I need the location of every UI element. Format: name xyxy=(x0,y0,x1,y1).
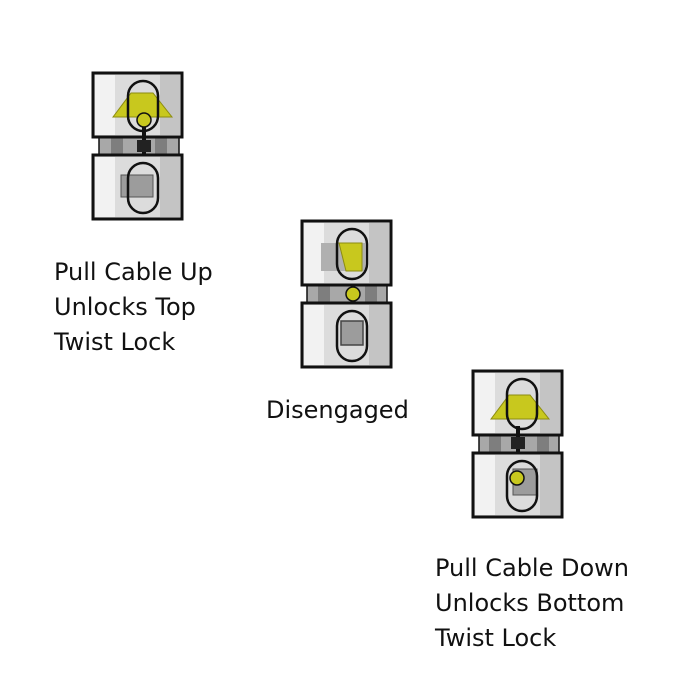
top-twist-lock-block xyxy=(300,219,393,287)
caption-pull-up: Pull Cable Up Unlocks Top Twist Lock xyxy=(54,255,213,360)
bottom-twist-lock-block xyxy=(91,153,184,221)
assembly-pull-up xyxy=(91,71,184,221)
assembly-pull-down xyxy=(471,369,564,519)
caption-line: Twist Lock xyxy=(54,328,176,356)
caption-pull-down: Pull Cable Down Unlocks Bottom Twist Loc… xyxy=(435,551,629,656)
caption-line: Unlocks Bottom xyxy=(435,589,625,617)
caption-line: Disengaged xyxy=(266,396,409,424)
top-twist-lock-block xyxy=(471,369,564,437)
twist-lock-slot xyxy=(505,377,539,431)
twist-lock-slot xyxy=(335,227,369,281)
bottom-twist-lock-block xyxy=(300,301,393,369)
top-twist-lock-block xyxy=(91,71,184,139)
lock-cam-disengaged xyxy=(338,242,363,272)
caption-line: Pull Cable Down xyxy=(435,554,629,582)
caption-line: Pull Cable Up xyxy=(54,258,213,286)
twist-lock-slot xyxy=(126,161,160,215)
twist-lock-slot xyxy=(335,309,369,363)
bottom-twist-lock-block xyxy=(471,451,564,519)
lock-cam-unlocked xyxy=(490,394,551,420)
twist-lock-slot xyxy=(505,459,539,513)
caption-disengaged: Disengaged xyxy=(266,393,409,428)
caption-line: Twist Lock xyxy=(435,624,557,652)
assembly-disengaged xyxy=(300,219,393,369)
caption-line: Unlocks Top xyxy=(54,293,196,321)
